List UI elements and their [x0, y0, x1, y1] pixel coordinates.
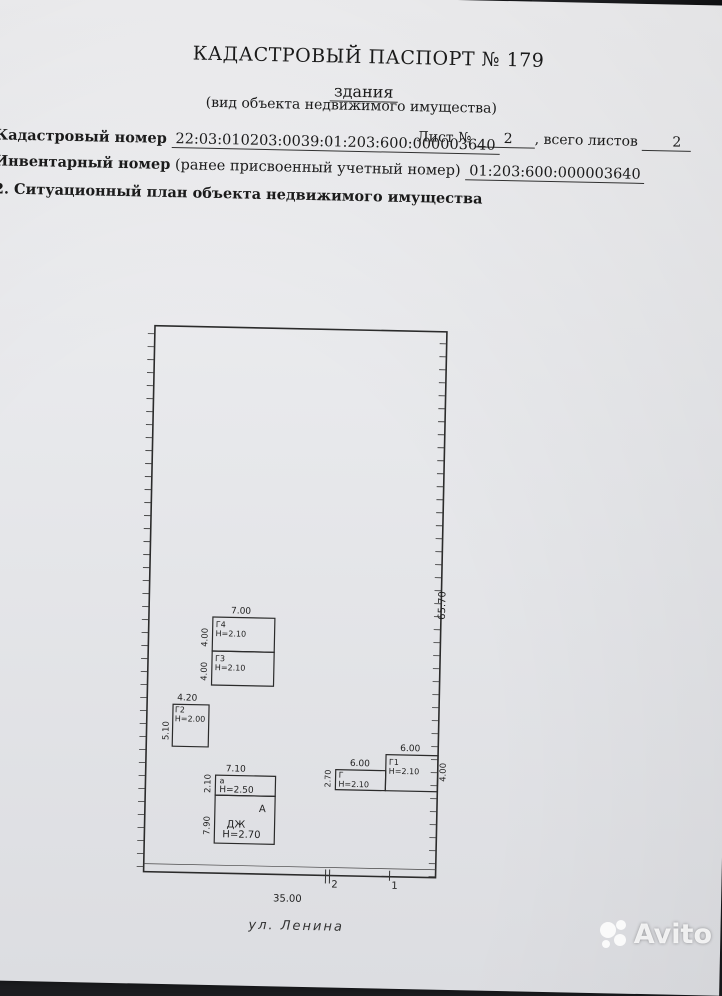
building-g-height: Н=2.10 — [338, 780, 369, 790]
building-g3-depth: 4.00 — [200, 662, 210, 681]
avito-logo-icon — [598, 918, 630, 950]
plot-boundary — [144, 326, 447, 878]
gate-label-2: 2 — [331, 880, 338, 891]
building-g-width: 6.00 — [350, 759, 371, 769]
building-a-height: Н=2.50 — [219, 785, 254, 796]
building-g2-height: Н=2.00 — [175, 714, 206, 724]
building-a-width: 7.10 — [226, 764, 247, 774]
building-g4-width: 7.00 — [231, 606, 252, 616]
building-g1-code: Г1 — [389, 758, 399, 767]
avito-brand: Avito — [634, 919, 712, 950]
building-g2-code: Г2 — [175, 705, 185, 714]
building-g1-height: Н=2.10 — [389, 767, 420, 777]
street-name: ул. Ленина — [248, 918, 344, 935]
building-house-depth: 7.90 — [202, 816, 212, 835]
building-g-code: Г — [339, 771, 344, 780]
building-g4-height: Н=2.10 — [215, 629, 246, 639]
plot-width-label: 35.00 — [273, 893, 302, 905]
building-g3-height: Н=2.10 — [215, 663, 246, 673]
plot-height-label: 65.70 — [437, 591, 449, 620]
building-g-depth: 2.70 — [323, 770, 332, 788]
plot-baseline — [144, 864, 436, 870]
building-g4-code: Г4 — [216, 620, 226, 629]
building-a-code: а — [219, 776, 224, 785]
gate-label-1: 1 — [391, 881, 398, 892]
building-g1-depth: 4.00 — [439, 763, 449, 782]
building-g4-depth: 4.00 — [200, 628, 210, 647]
building-g2-depth: 5.10 — [161, 721, 171, 740]
building-house-mark: А — [259, 804, 266, 815]
building-g2-width: 4.20 — [177, 693, 198, 703]
avito-watermark: Avito — [598, 918, 712, 950]
building-g1-width: 6.00 — [400, 744, 421, 754]
building-a-depth: 2.10 — [203, 774, 213, 793]
building-house-height: Н=2.70 — [222, 829, 260, 841]
building-g3-code: Г3 — [215, 654, 225, 663]
